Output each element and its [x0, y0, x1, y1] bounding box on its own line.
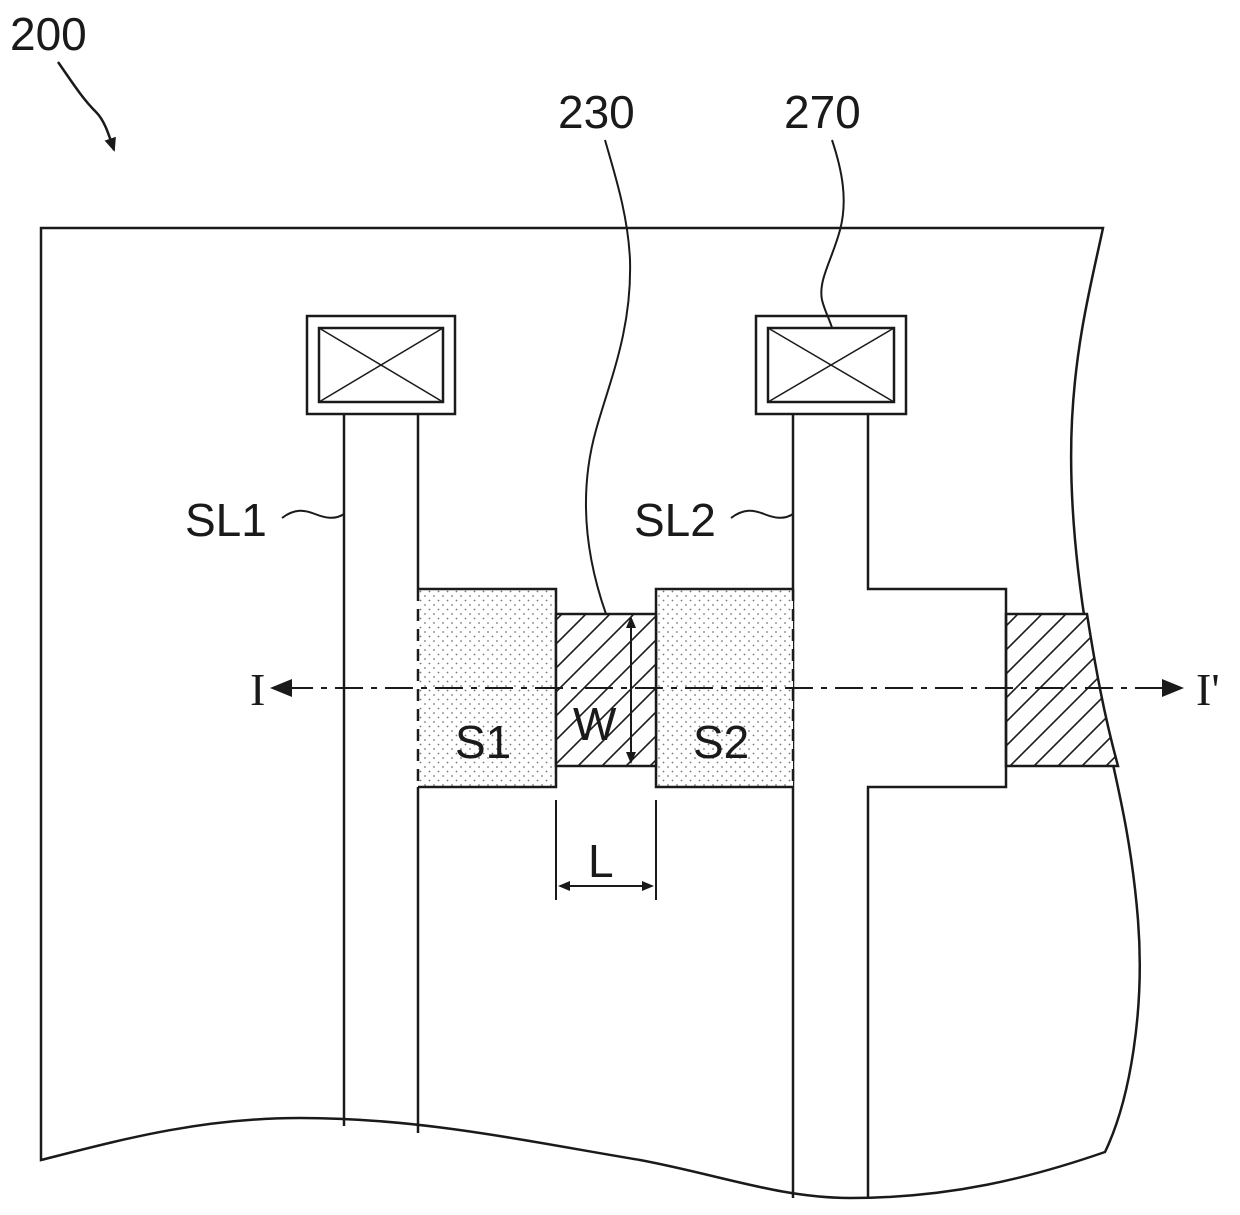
section-arrow-left [270, 679, 292, 697]
length-label: L [588, 835, 614, 887]
ref-270-label: 270 [784, 86, 861, 138]
sl2-line [793, 414, 1006, 1198]
sl1-leader [282, 511, 344, 518]
region-s1-label: S1 [455, 716, 511, 768]
sl1-label: SL1 [185, 494, 267, 546]
width-label: W [573, 698, 617, 750]
section-start-label: I [250, 664, 265, 715]
ref-270-leader [821, 140, 843, 328]
region-s2-label: S2 [693, 716, 749, 768]
section-end-label: I' [1196, 664, 1220, 715]
sl2-leader [731, 511, 793, 518]
channel-right [1006, 614, 1118, 766]
sl2-label: SL2 [634, 494, 716, 546]
sl1-line [344, 414, 418, 1133]
ref-230-leader [586, 140, 630, 614]
ref-200-label: 200 [10, 8, 87, 60]
section-arrow-right [1162, 679, 1184, 697]
ref-230-label: 230 [558, 86, 635, 138]
ref-200-leader [58, 62, 114, 150]
